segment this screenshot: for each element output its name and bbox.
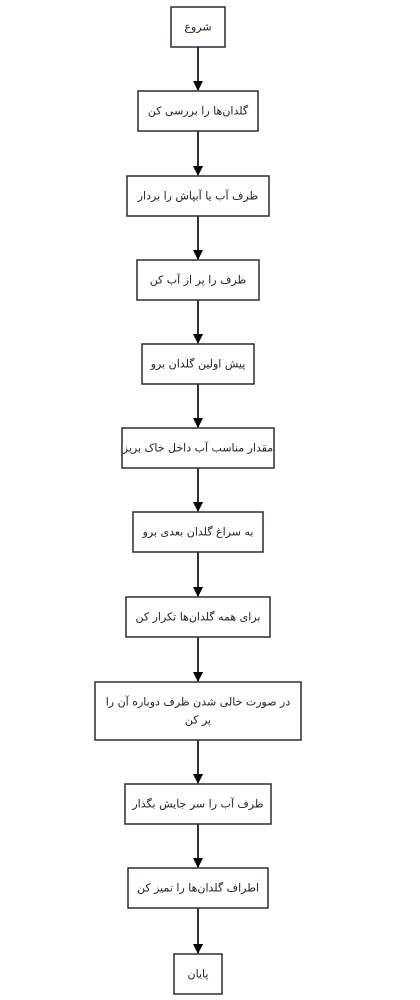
flow-node-label: ظرف آب را سر جایش بگذار xyxy=(131,797,264,811)
flow-node-label: پر کن xyxy=(185,714,211,727)
flow-node-label: در صورت خالی شدن ظرف دوباره آن را xyxy=(106,695,291,709)
flow-node-go-first: پیش اولین گلدان برو xyxy=(141,343,255,385)
flow-node-box xyxy=(170,6,226,48)
flow-node-end: پایان xyxy=(173,953,223,995)
flow-node-check-pots: گلدان‌ها را بررسی کن xyxy=(137,90,259,132)
flow-node-pick-can: ظرف آب یا آبپاش را بردار xyxy=(126,175,270,217)
flow-node-box xyxy=(94,681,302,741)
flow-node-label: پایان xyxy=(188,968,209,981)
flow-node-fill-can: ظرف را پر از آب کن xyxy=(136,259,260,301)
flow-node-label: پیش اولین گلدان برو xyxy=(150,358,246,371)
flow-node-box xyxy=(136,259,260,301)
flow-node-box xyxy=(127,867,269,909)
flow-node-go-next: به سراغ گلدان بعدی برو xyxy=(132,511,264,553)
flow-node-label: برای همه گلدان‌ها تکرار کن xyxy=(136,611,261,624)
flow-node-box xyxy=(137,90,259,132)
flow-node-label: ظرف آب یا آبپاش را بردار xyxy=(137,189,259,203)
flow-node-label: ظرف را پر از آب کن xyxy=(150,273,247,287)
flow-node-box xyxy=(121,427,275,469)
flow-node-box xyxy=(173,953,223,995)
flow-node-start: شروع xyxy=(170,6,226,48)
flow-node-label: گلدان‌ها را بررسی کن xyxy=(148,105,249,118)
flow-node-repeat: برای همه گلدان‌ها تکرار کن xyxy=(125,596,271,638)
flow-node-box xyxy=(126,175,270,217)
flow-node-label: به سراغ گلدان بعدی برو xyxy=(142,526,254,539)
flow-node-pour-water: مقدار مناسب آب داخل خاک بریز xyxy=(121,427,275,469)
flow-node-put-back: ظرف آب را سر جایش بگذار xyxy=(124,783,272,825)
flow-node-label: اطراف گلدان‌ها را تمیز کن xyxy=(137,882,259,895)
flow-node-box xyxy=(141,343,255,385)
flow-node-box xyxy=(124,783,272,825)
flow-node-box xyxy=(132,511,264,553)
flow-node-refill: در صورت خالی شدن ظرف دوباره آن را پر کن xyxy=(94,681,302,741)
flow-node-label: مقدار مناسب آب داخل خاک بریز xyxy=(122,441,274,455)
flow-node-box xyxy=(125,596,271,638)
flow-node-label: شروع xyxy=(184,21,211,34)
flow-node-clean: اطراف گلدان‌ها را تمیز کن xyxy=(127,867,269,909)
